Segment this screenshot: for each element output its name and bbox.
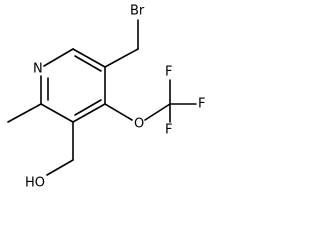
bond-c2-methyl [7, 103, 42, 123]
atom-fluorine-right-label: F [198, 97, 205, 112]
atom-hydroxyl-label: HO [25, 176, 45, 191]
bond-c5-ch2 [104, 48, 139, 68]
atom-fluorine-bottom-label: F [165, 123, 172, 138]
atom-oxygen-label: O [134, 117, 144, 132]
bond-c3-c2 [40, 103, 74, 123]
atom-fluorine-top-label: F [165, 65, 172, 80]
bond-c4-c3-double [74, 99, 102, 116]
bond-ch2-oh [46, 159, 74, 176]
atom-bromine-label: Br [130, 4, 145, 19]
atom-nitrogen-label: N [33, 62, 43, 77]
bond-n-c6 [43, 48, 74, 67]
bond-c6-c5-double [74, 55, 102, 72]
bond-c4-c3 [72, 103, 106, 123]
bond-c4-o [104, 103, 133, 121]
bond-c6-c5 [72, 48, 106, 68]
chemical-structure: N Br O F F F HO [7, 4, 205, 191]
bond-o-cf3 [144, 103, 171, 121]
